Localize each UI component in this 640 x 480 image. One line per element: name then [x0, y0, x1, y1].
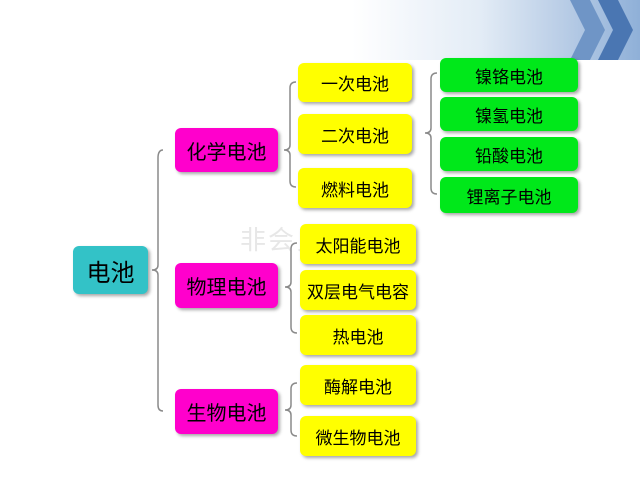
biological-bracket — [284, 382, 298, 437]
leaf-enzymatic-cell: 酶解电池 — [300, 365, 416, 405]
subleaf-lithium-ion: 锂离子电池 — [440, 177, 578, 213]
root-bracket — [151, 149, 164, 412]
header-band — [0, 0, 640, 60]
subleaf-nickel-chrome: 镍铬电池 — [440, 58, 578, 92]
physical-bracket — [284, 242, 298, 334]
secondary-bracket — [424, 72, 438, 195]
leaf-microbial-cell: 微生物电池 — [300, 416, 416, 456]
subleaf-nickel-hydrogen: 镍氢电池 — [440, 97, 578, 131]
chevron-decoration — [570, 0, 633, 60]
leaf-fuel-cell: 燃料电池 — [298, 168, 412, 208]
leaf-secondary-battery: 二次电池 — [298, 114, 412, 154]
subleaf-lead-acid: 铅酸电池 — [440, 137, 578, 171]
leaf-primary-battery: 一次电池 — [298, 63, 412, 102]
leaf-thermal-battery: 热电池 — [300, 315, 416, 355]
chevron-icon — [570, 0, 605, 60]
chemical-bracket — [283, 81, 297, 188]
category-biological: 生物电池 — [175, 389, 278, 434]
root-node: 电池 — [73, 246, 148, 294]
leaf-solar-cell: 太阳能电池 — [300, 224, 416, 264]
chevron-icon — [598, 0, 633, 60]
leaf-double-layer-capacitor: 双层电气电容 — [300, 270, 416, 310]
category-chemical: 化学电池 — [175, 128, 278, 172]
category-physical: 物理电池 — [175, 263, 278, 308]
